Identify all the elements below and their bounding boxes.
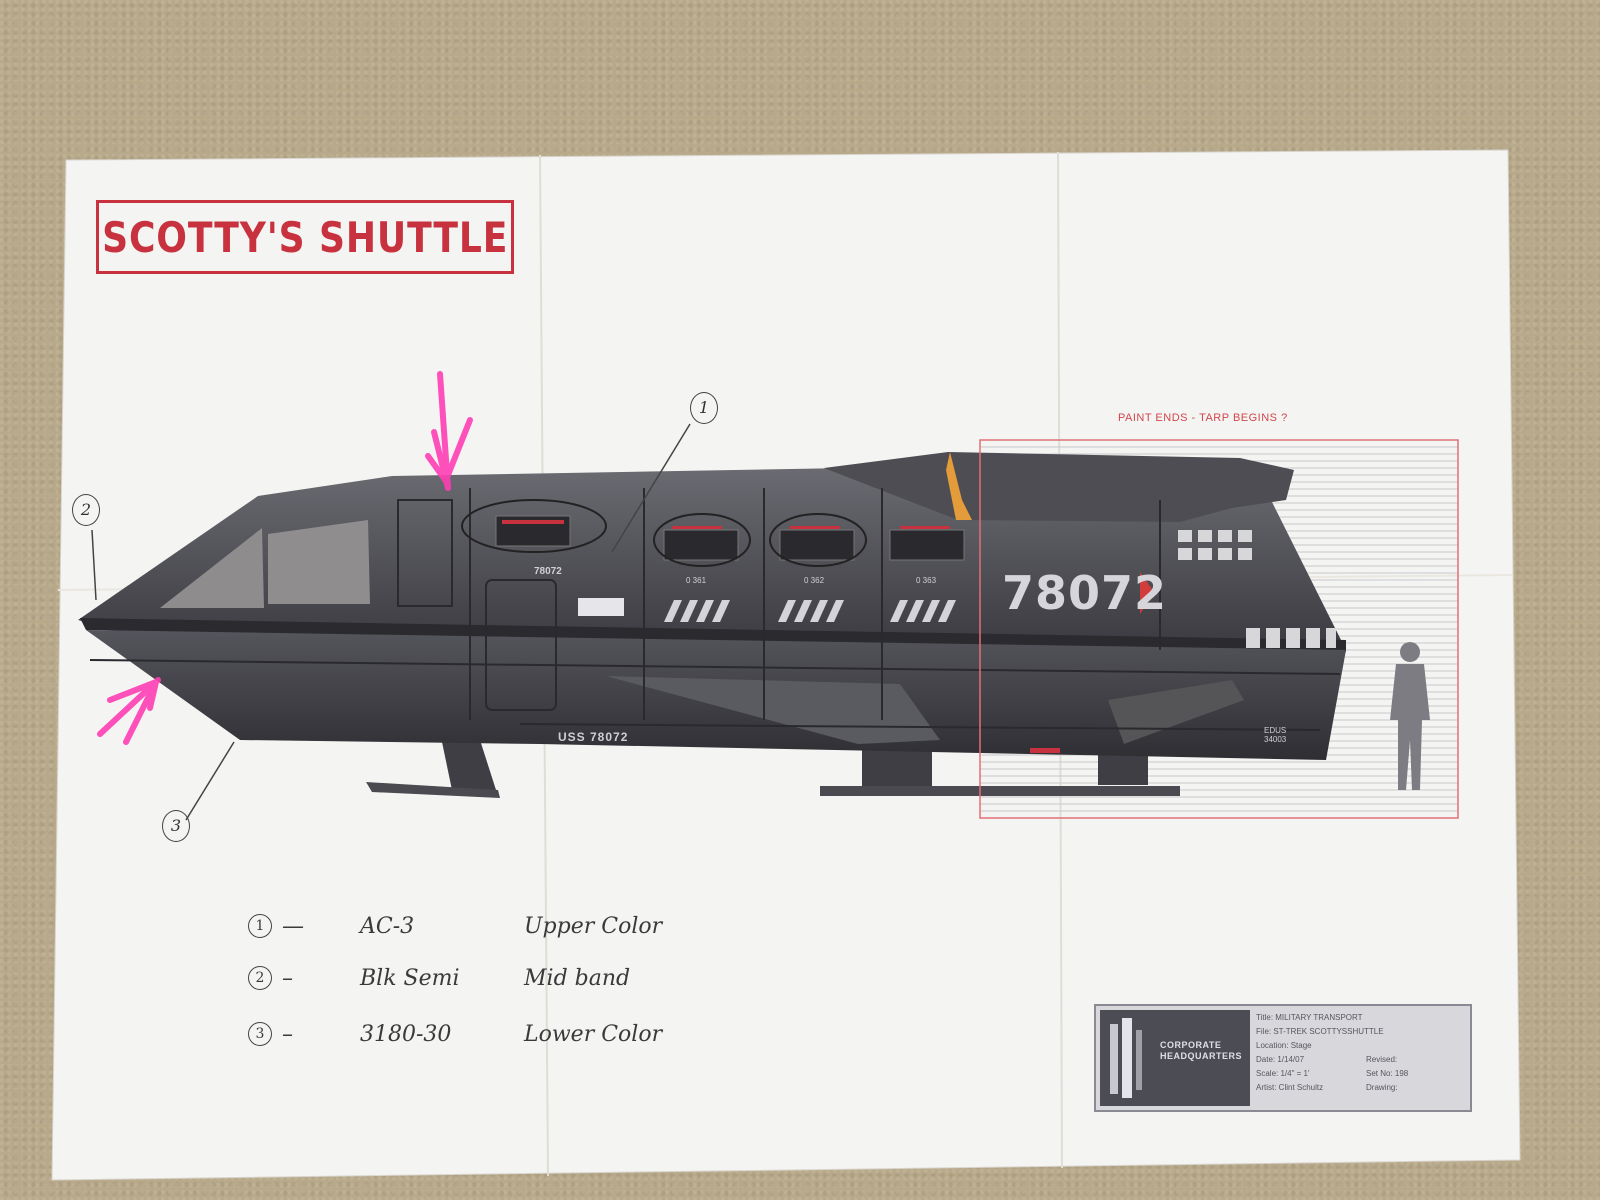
note-code: 3180-30	[360, 1022, 452, 1047]
tb-drawing: Drawing:	[1366, 1083, 1398, 1092]
note-dash: –	[282, 966, 293, 991]
cockpit-window-2	[268, 520, 370, 604]
document-title: SCOTTY'S SHUTTLE	[101, 212, 509, 262]
human-scale-figure	[1390, 642, 1430, 790]
note-dash: –	[282, 1022, 293, 1047]
note-number: 2	[248, 966, 272, 990]
chevron-stripes	[664, 600, 956, 622]
bay-label-2: 0 362	[804, 576, 825, 585]
note-desc: Lower Color	[524, 1022, 663, 1047]
tb-revised: Revised:	[1366, 1055, 1398, 1064]
paint-note-3: 3 – 3180-30 Lower Color	[240, 1020, 700, 1060]
callout-3: 3	[162, 810, 190, 842]
title-box: SCOTTY'S SHUTTLE	[96, 200, 514, 274]
logo-mark-icon	[1110, 1018, 1142, 1098]
small-id: 78072	[534, 566, 562, 577]
tb-date: Date: 1/14/07	[1256, 1055, 1305, 1064]
hull-mid-band	[80, 618, 1346, 652]
aft-windows	[1178, 530, 1336, 648]
bay-label-3: 0 363	[916, 576, 937, 585]
callout-1: 1	[690, 392, 718, 424]
pink-highlight-marks	[97, 371, 473, 745]
drawing-title-block: CORPORATE HEADQUARTERS Title: MILITARY T…	[1094, 1004, 1472, 1112]
registry-lower: USS 78072	[558, 730, 629, 744]
roof-nacelle	[824, 452, 1294, 522]
note-dash: —	[282, 914, 304, 939]
callout-leader-lines	[91, 423, 691, 821]
note-desc: Mid band	[524, 966, 631, 991]
hull-number-arrow	[1140, 572, 1154, 614]
note-number: 3	[248, 1022, 272, 1046]
company-name: CORPORATE HEADQUARTERS	[1160, 1040, 1243, 1061]
nacelle-light	[946, 452, 972, 520]
note-code: AC-3	[360, 914, 415, 939]
red-bay-markers	[502, 520, 1060, 753]
tarp-boundary	[979, 439, 1459, 819]
tb-artist: Artist: Clint Schultz	[1256, 1083, 1324, 1092]
panel-lines	[89, 488, 1341, 731]
bay-windows	[495, 515, 965, 561]
rear-panel-label: EDUS 34003	[1264, 726, 1287, 744]
hull-number-large: 78072	[1002, 566, 1168, 620]
company-logo: CORPORATE HEADQUARTERS	[1100, 1010, 1250, 1106]
handwritten-circles	[461, 499, 867, 567]
tb-file: File: ST-TREK SCOTTYSSHUTTLE	[1256, 1027, 1384, 1036]
note-desc: Upper Color	[524, 914, 663, 939]
note-number: 1	[248, 914, 272, 938]
callout-2: 2	[72, 494, 100, 526]
tb-set-no: Set No: 198	[1366, 1069, 1409, 1078]
tb-location: Location: Stage	[1256, 1041, 1312, 1050]
cockpit-window-1	[160, 528, 264, 608]
tb-title: Title: MILITARY TRANSPORT	[1256, 1013, 1363, 1022]
tarp-note: PAINT ENDS - TARP BEGINS ?	[1118, 412, 1288, 424]
bay-label-1: 0 361	[686, 576, 707, 585]
paint-note-1: 1 — AC-3 Upper Color	[240, 912, 700, 952]
tb-scale: Scale: 1/4" = 1'	[1256, 1069, 1310, 1078]
note-code: Blk Semi	[360, 966, 460, 991]
paint-note-2: 2 – Blk Semi Mid band	[240, 964, 700, 1004]
hull-white-plate	[578, 598, 624, 616]
